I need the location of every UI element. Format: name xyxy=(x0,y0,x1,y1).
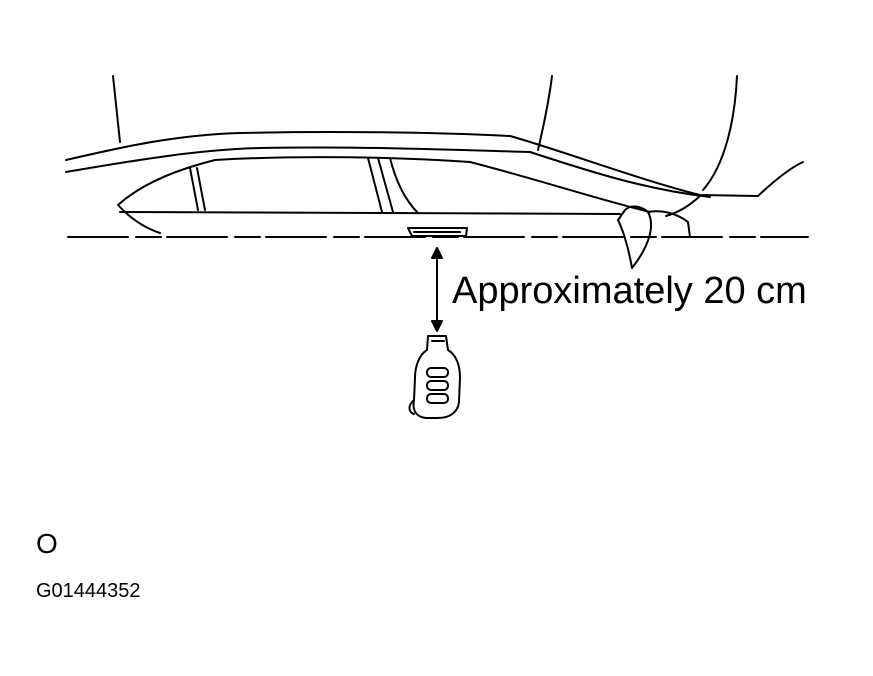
distance-arrow xyxy=(431,247,443,332)
key-fob-icon xyxy=(408,335,461,419)
vehicle-side-outline xyxy=(65,75,809,269)
figure-code: G01444352 xyxy=(36,580,141,602)
status-mark: O xyxy=(36,528,58,559)
distance-label: Approximately 20 cm xyxy=(452,270,807,312)
